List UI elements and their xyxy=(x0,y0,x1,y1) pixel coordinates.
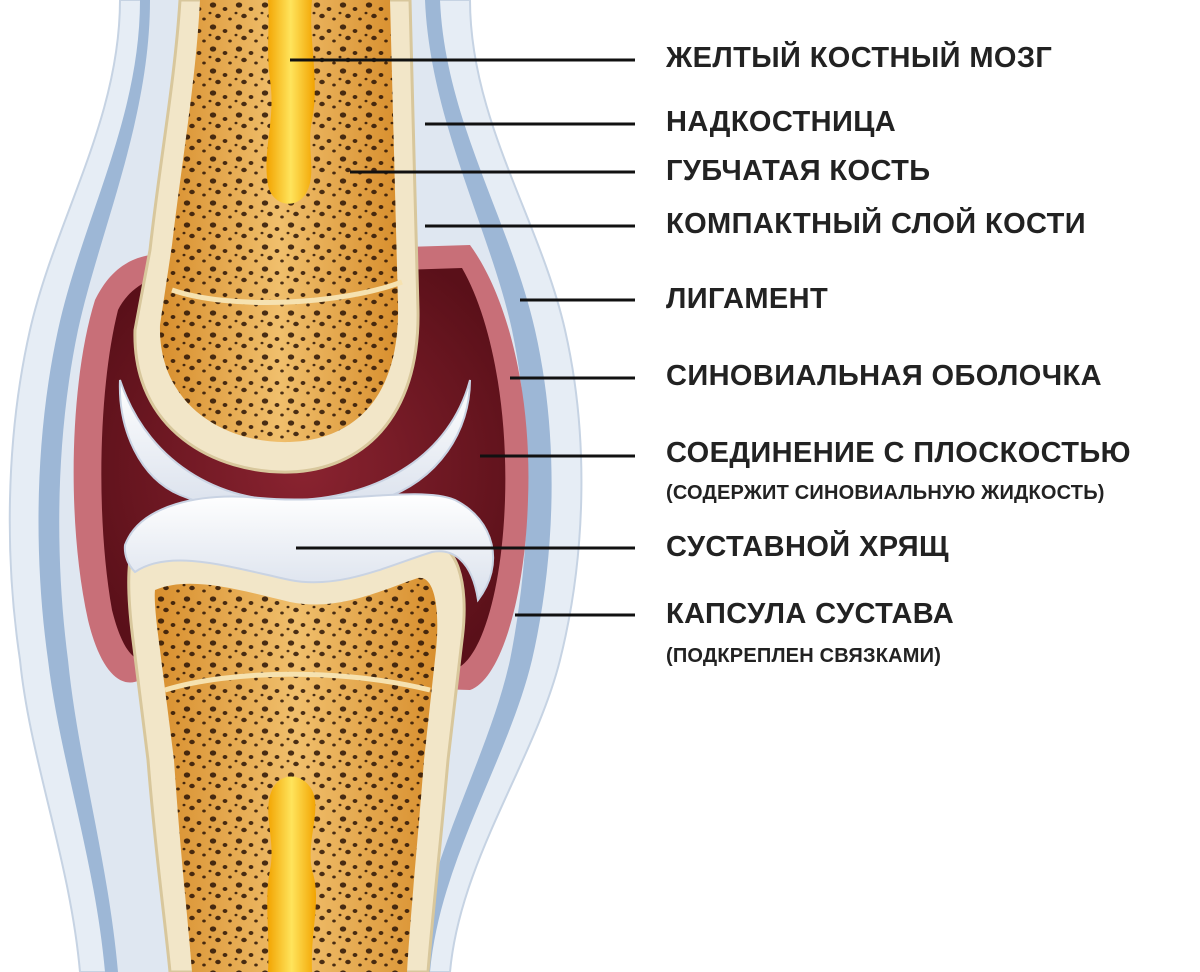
label-ligament: ЛИГАМЕНТ xyxy=(666,283,829,315)
label-joint-cavity: СОЕДИНЕНИЕ С ПЛОСКОСТЬЮ xyxy=(666,437,1131,469)
label-joint-cavity-note: (СОДЕРЖИТ СИНОВИАЛЬНУЮ ЖИДКОСТЬ) xyxy=(666,482,1105,504)
label-articular-cartilage: СУСТАВНОЙ ХРЯЩ xyxy=(666,531,949,563)
label-periosteum: НАДКОСТНИЦА xyxy=(666,106,897,138)
upper-marrow xyxy=(266,0,315,204)
label-joint-capsule: КАПСУЛА СУСТАВА xyxy=(666,598,955,630)
label-spongy-bone: ГУБЧАТАЯ КОСТЬ xyxy=(666,155,931,187)
label-compact-bone: КОМПАКТНЫЙ СЛОЙ КОСТИ xyxy=(666,208,1087,240)
upper-growth-line xyxy=(171,279,403,305)
lower-marrow xyxy=(267,776,317,972)
upper-spongy-pores xyxy=(159,0,399,443)
label-synovial-membrane: СИНОВИАЛЬНАЯ ОБОЛОЧКА xyxy=(666,360,1102,392)
label-joint-capsule-note: (ПОДКРЕПЛЕН СВЯЗКАМИ) xyxy=(666,645,942,667)
lower-growth-line xyxy=(164,671,431,693)
label-yellow-marrow: ЖЕЛТЫЙ КОСТНЫЙ МОЗГ xyxy=(666,42,1053,74)
